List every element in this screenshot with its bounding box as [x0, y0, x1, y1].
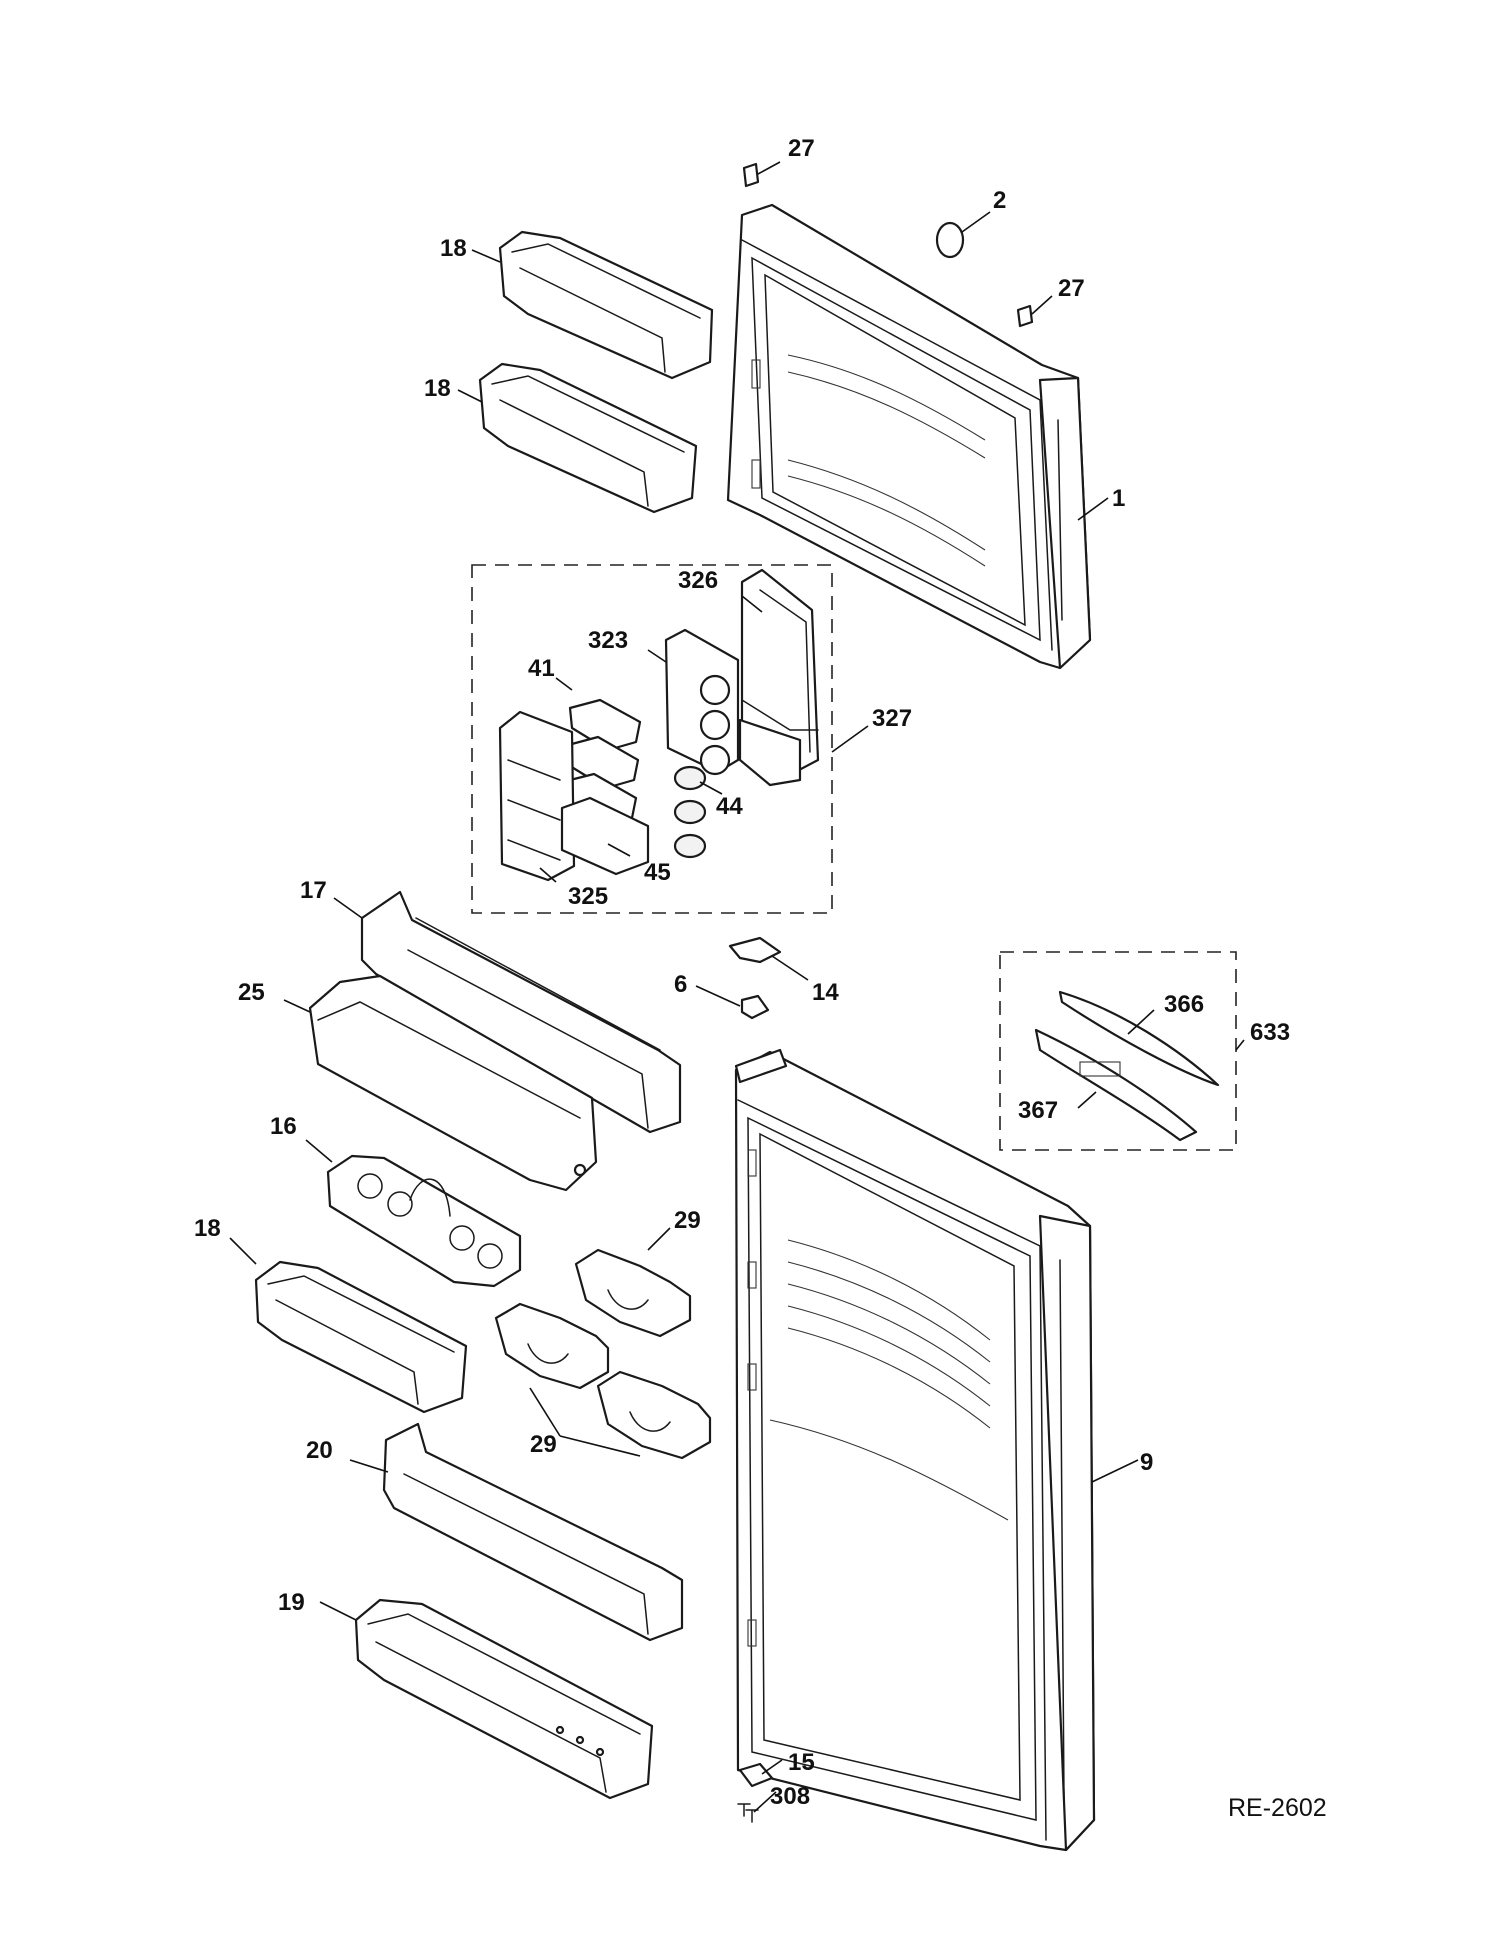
freezer-door-part-1	[726, 203, 1092, 670]
callout-325: 325	[568, 883, 608, 910]
callout-18: 18	[194, 1215, 221, 1242]
callout-17: 17	[300, 877, 327, 904]
callout-20: 20	[306, 1437, 333, 1464]
plug-part-2	[935, 221, 965, 259]
door-shelf-part-18b	[478, 362, 698, 514]
callout-326: 326	[678, 567, 718, 594]
door-stop-part-27a	[742, 162, 760, 188]
dairy-cover-part-25	[308, 974, 598, 1192]
callout-18: 18	[440, 235, 467, 262]
hinge-pin-part-6	[740, 994, 770, 1020]
callout-1: 1	[1112, 485, 1125, 512]
kit-box-327	[471, 564, 833, 914]
bottle-rack-part-323	[664, 628, 740, 776]
diagram-code: RE-2602	[1228, 1794, 1327, 1822]
callout-14: 14	[812, 979, 839, 1006]
ice-bin-housing-part-326	[738, 568, 820, 787]
light-housing-part-367	[1034, 1028, 1198, 1142]
callout-6: 6	[674, 971, 687, 998]
fresh-food-door-part-9	[734, 1048, 1096, 1852]
light-lens-part-366	[1058, 990, 1220, 1087]
kit-box-633	[999, 951, 1237, 1151]
callout-16: 16	[270, 1113, 297, 1140]
screw-part-308	[737, 1803, 759, 1823]
hinge-part-15	[738, 1762, 774, 1788]
callout-9: 9	[1140, 1449, 1153, 1476]
door-shelf-part-17	[360, 890, 682, 1134]
can-holder-part-29c	[596, 1370, 712, 1460]
callout-29: 29	[530, 1431, 557, 1458]
ice-bin-part-325	[498, 710, 576, 882]
door-shelf-part-18c	[254, 1260, 468, 1414]
callout-27: 27	[1058, 275, 1085, 302]
callout-27: 27	[788, 135, 815, 162]
can-holder-part-29b	[494, 1302, 610, 1390]
callout-19: 19	[278, 1589, 305, 1616]
door-stop-part-27b	[1016, 304, 1034, 328]
callout-367: 367	[1018, 1097, 1058, 1124]
egg-tray-part-16	[326, 1154, 522, 1288]
callout-45: 45	[644, 859, 671, 886]
door-shelf-part-19	[354, 1598, 654, 1800]
callout-18: 18	[424, 375, 451, 402]
callout-323: 323	[588, 627, 628, 654]
callout-2: 2	[993, 187, 1006, 214]
callout-308: 308	[770, 1783, 810, 1810]
can-holder-part-29a	[574, 1248, 692, 1338]
door-shelf-part-18a	[498, 230, 714, 380]
cap-part-44	[673, 765, 707, 859]
callout-633: 633	[1250, 1019, 1290, 1046]
door-shelf-part-20	[382, 1422, 684, 1642]
hinge-part-14	[728, 936, 782, 964]
callout-29: 29	[674, 1207, 701, 1234]
leader-lines	[229, 161, 1245, 1813]
callout-366: 366	[1164, 991, 1204, 1018]
callout-25: 25	[238, 979, 265, 1006]
callout-44: 44	[716, 793, 743, 820]
callout-15: 15	[788, 1749, 815, 1776]
callout-41: 41	[528, 655, 555, 682]
callout-327: 327	[872, 705, 912, 732]
